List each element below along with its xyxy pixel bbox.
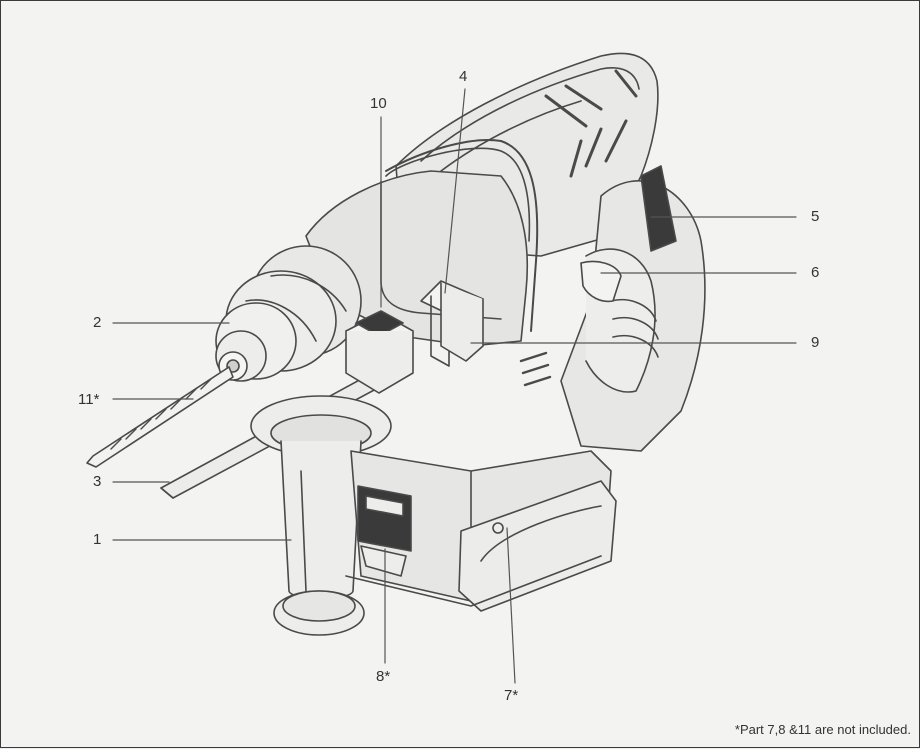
- drill-bit: [86, 366, 234, 468]
- callout-7: 7*: [504, 687, 519, 704]
- leader-lines: [112, 88, 797, 684]
- callout-4: 4: [459, 68, 468, 85]
- lock-switch: [420, 280, 484, 367]
- callout-6: 6: [811, 264, 820, 281]
- callout-3: 3: [93, 473, 102, 490]
- callout-11: 11*: [78, 391, 100, 408]
- footnote: *Part 7,8 &11 are not included.: [734, 722, 911, 737]
- leader-4: [444, 88, 466, 294]
- callout-2: 2: [93, 314, 102, 331]
- callout-1: 1: [93, 531, 102, 548]
- rear-handle: [519, 165, 706, 452]
- leader-7: [506, 527, 516, 684]
- callout-10: 10: [370, 95, 387, 112]
- sds-chuck: [215, 245, 362, 382]
- callout-8: 8*: [376, 668, 391, 685]
- auxiliary-handle: [250, 395, 392, 636]
- callout-5: 5: [811, 208, 820, 225]
- battery-base: [345, 450, 617, 612]
- callout-9: 9: [811, 334, 820, 351]
